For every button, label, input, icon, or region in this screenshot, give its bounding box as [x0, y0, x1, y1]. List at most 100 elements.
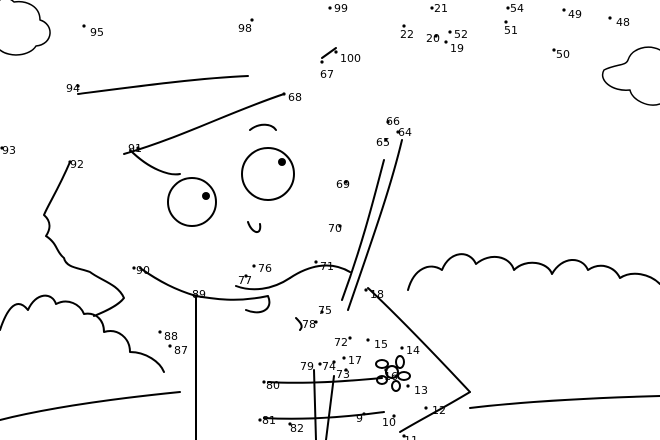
dot-65	[384, 138, 388, 142]
dot-label-50: 50	[556, 48, 570, 61]
dot-68	[282, 92, 286, 96]
dot-78	[314, 320, 318, 324]
cloud-left	[0, 0, 51, 56]
nose	[247, 221, 262, 233]
dot-49	[562, 8, 566, 12]
dot-label-52: 52	[454, 28, 468, 41]
dot-21	[430, 6, 434, 10]
dot-50	[552, 48, 556, 52]
hair-left	[43, 161, 125, 317]
dot-71	[314, 260, 318, 264]
dot-label-64: 64	[398, 126, 412, 139]
cup-band-lower	[263, 411, 385, 420]
dot-89	[194, 294, 198, 298]
dot-79	[318, 362, 322, 366]
dot-label-20: 20	[426, 32, 440, 45]
dot-label-80: 80	[266, 379, 280, 392]
dot-100	[334, 50, 338, 54]
dot-14	[400, 346, 404, 350]
dot-label-91: 91	[128, 142, 142, 155]
dot-label-78: 78	[302, 318, 316, 331]
ground-line	[469, 395, 660, 409]
pupil-right	[278, 158, 286, 166]
dot-label-99: 99	[334, 2, 348, 15]
dot-81	[258, 418, 262, 422]
dot-label-89: 89	[192, 288, 206, 301]
dot-90	[132, 266, 136, 270]
dot-label-74: 74	[322, 360, 336, 373]
bush-left	[0, 294, 165, 373]
dot-75	[320, 310, 324, 314]
dot-label-14: 14	[406, 344, 420, 357]
dot-label-90: 90	[136, 264, 150, 277]
dot-93	[0, 146, 4, 150]
dot-label-100: 100	[340, 52, 361, 65]
cup-rim	[367, 287, 471, 393]
dot-66	[386, 120, 390, 124]
eye-left	[167, 177, 217, 227]
dot-label-71: 71	[320, 260, 334, 273]
dot-91	[136, 146, 140, 150]
cup-edge	[399, 391, 471, 433]
pupil-left	[202, 192, 210, 200]
straw-long	[347, 139, 403, 311]
dot-label-54: 54	[510, 2, 524, 15]
face-outline	[129, 149, 181, 176]
dot-18	[364, 288, 368, 292]
dot-13	[406, 384, 410, 388]
dot-17	[342, 356, 346, 360]
dot-64	[396, 130, 400, 134]
dot-label-98: 98	[238, 22, 252, 35]
dot-74	[332, 360, 336, 364]
dot-label-87: 87	[174, 344, 188, 357]
dot-69	[344, 180, 348, 184]
face-cheek	[139, 267, 197, 297]
dot-label-73: 73	[336, 368, 350, 381]
dot-label-93: 93	[2, 144, 16, 157]
straw-1	[313, 369, 317, 440]
eye-right	[241, 147, 295, 201]
dot-label-12: 12	[432, 404, 446, 417]
dot-label-16: 16	[384, 370, 398, 383]
dot-12	[424, 406, 428, 410]
dot-80	[262, 380, 266, 384]
dot-label-94: 94	[66, 82, 80, 95]
dot-label-15: 15	[374, 338, 388, 351]
jaw	[289, 264, 351, 279]
dot-label-48: 48	[616, 16, 630, 29]
dot-87	[168, 344, 172, 348]
dot-22	[402, 24, 406, 28]
dot-9	[362, 412, 366, 416]
dot-label-67: 67	[320, 68, 334, 81]
dot-label-17: 17	[348, 354, 362, 367]
dot-72	[348, 336, 352, 340]
bush-right	[407, 253, 660, 291]
hat-brim-lower	[123, 93, 285, 155]
eyebrow	[249, 123, 277, 131]
dot-98	[250, 18, 254, 22]
dot-label-72: 72	[334, 336, 348, 349]
straw-2	[325, 375, 335, 440]
dot-label-75: 75	[318, 304, 332, 317]
dot-label-95: 95	[90, 26, 104, 39]
dot-11	[402, 434, 406, 438]
dot-label-13: 13	[414, 384, 428, 397]
dot-label-11: 11	[404, 434, 418, 440]
dot-label-65: 65	[376, 136, 390, 149]
dot-19	[444, 40, 448, 44]
dot-92	[68, 160, 72, 164]
dot-10	[392, 414, 396, 418]
flower-decoration	[375, 355, 411, 392]
dot-95	[82, 24, 86, 28]
cup-band	[267, 377, 383, 384]
hat-brim-line	[77, 75, 249, 95]
dot-54	[506, 6, 510, 10]
dot-label-19: 19	[450, 42, 464, 55]
dot-label-21: 21	[434, 2, 448, 15]
dot-label-68: 68	[288, 91, 302, 104]
dot-label-49: 49	[568, 8, 582, 21]
dot-label-88: 88	[164, 330, 178, 343]
hand-lines	[295, 317, 303, 331]
dot-99	[328, 6, 332, 10]
